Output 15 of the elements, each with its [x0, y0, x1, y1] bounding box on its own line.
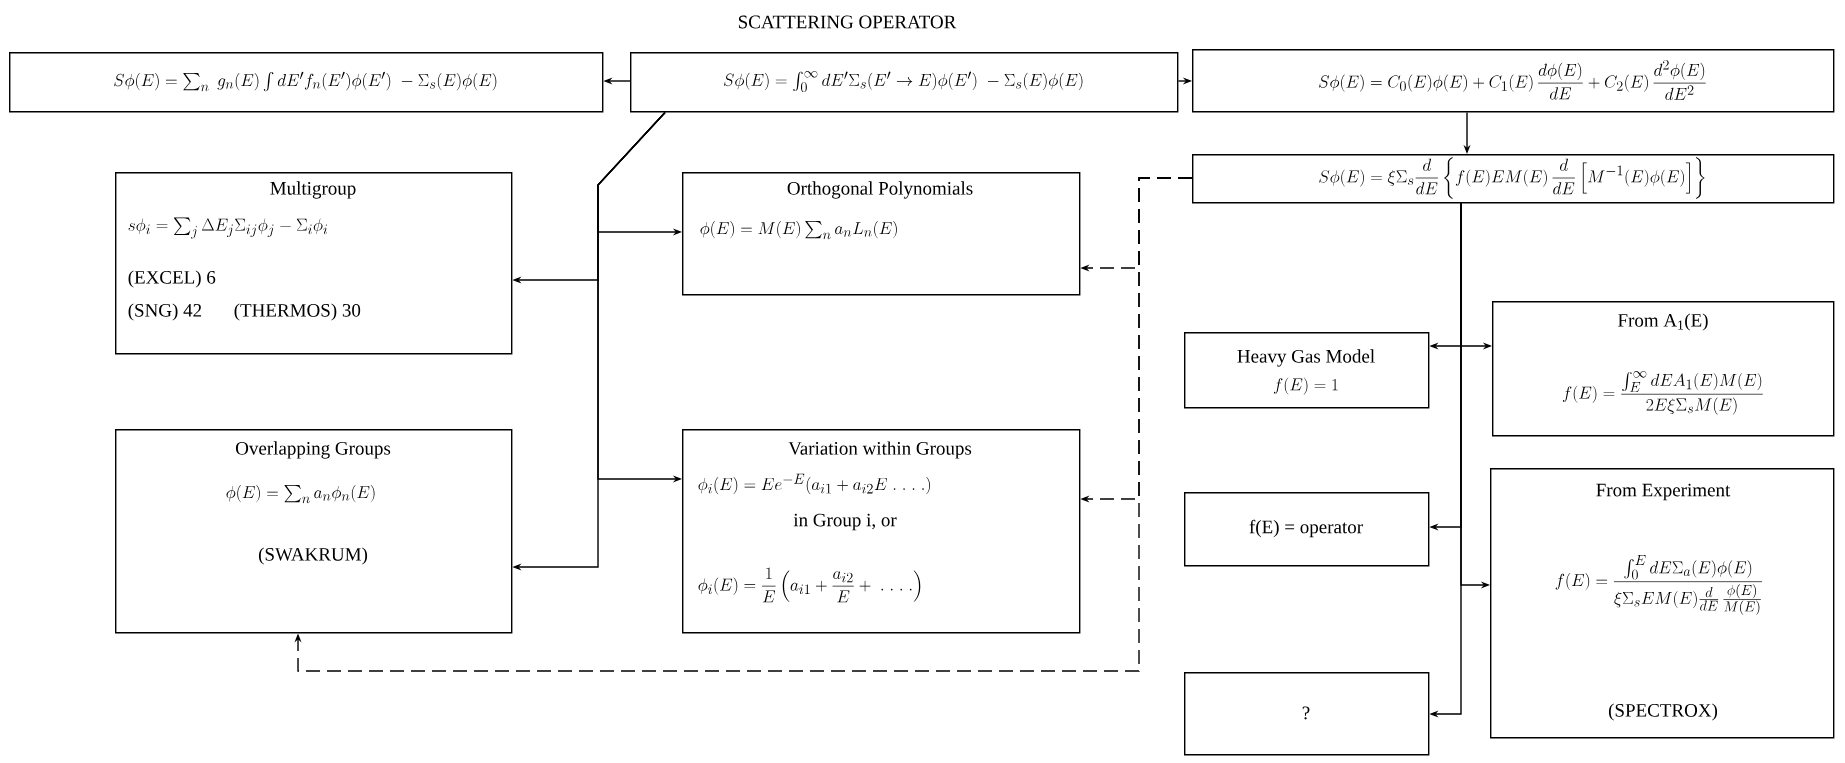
equation-box: $S\phi(E) = \sum_n\ g_n(E)\int dE'f_n(E')\phi(E')\ -\Sigma_s(E)\phi(E)$ — [9, 52, 604, 113]
dashed-arrow — [294, 177, 1193, 672]
equation-box: Overlapping Groups $\phi(E) = \sum_n a_n\phi_n(E)$ (SWAKRUM) — [115, 429, 513, 634]
equation-box: $S\phi(E) = \xi\Sigma_s\frac{d}{dE}\left\{f(E)EM(E)\,\frac{d}{dE}\left[M^{-1}(E)\phi(E)\right]\right\}$ — [1192, 154, 1835, 204]
equation-box: ? — [1184, 672, 1430, 756]
equation-box: f(E) = operator — [1184, 492, 1430, 567]
equation-box: Orthogonal Polynomials $\phi(E) = M(E)\sum_n a_nL_n(E)$ — [682, 172, 1081, 296]
equation-box: Multigroup $s\phi_i = \sum_j \Delta E_j\Sigma_{ij}\phi_j - \Sigma_i\phi_i$ (EXCEL) 6 (SNG) 42 (THERMOS) 30 — [115, 172, 513, 355]
equation-box: From A$_{1}$(E) $f(E) = \frac{\int_E^\infty dEA_1(E)M(E)}{2E\xi\Sigma_sM(E)}$ — [1492, 301, 1835, 437]
equation-box: Variation within Groups $\phi_i(E) = Ee^{-E}(a_{i1}+a_{i2}E\;.\;.\;.\;.)$ in Group i, or $\phi_i(E) = \frac{1}{E}\left(a_{i1}+\frac{a_{i2}}{E}+\;.\;.\;.\;.\right)$ — [682, 429, 1081, 634]
equation-box: $S\phi(E) = C_0(E)\phi(E) + C_1(E)\,\frac{d\phi(E)}{dE} + C_2(E)\,\frac{d^2\phi(E)}{dE^2}$ — [1192, 49, 1835, 113]
diagram-title: SCATTERING OPERATOR — [738, 15, 957, 29]
equation-box: Heavy Gas Model $f(E) = 1$ — [1184, 332, 1430, 409]
equation-box: $S\phi(E) = \int_0^\infty dE'\Sigma_s(E'\to E)\phi(E')\ -\Sigma_s(E)\phi(E)$ — [630, 52, 1179, 113]
equation-box: From Experiment $f(E) = \frac{\int_0^E dE\Sigma_a(E)\phi(E)}{\xi\Sigma_sEM(E)\frac{d}{dE}\,\frac{\phi(E)}{M(E)}}$ (SPECTROX) — [1490, 468, 1835, 739]
